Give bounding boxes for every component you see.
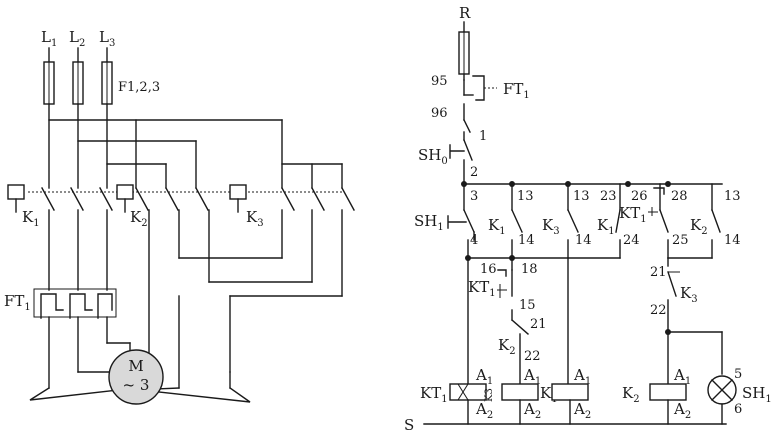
motor-symbol: [108, 349, 164, 405]
node-3: 3: [470, 189, 478, 204]
a1-k2: A1: [673, 366, 691, 387]
kt1-timed-symbol: [653, 187, 665, 195]
k3-hold-label: K3: [542, 216, 560, 237]
fuse-block: [43, 47, 113, 105]
sh1-contact: [463, 209, 475, 233]
sh0-label: SH0: [418, 146, 448, 167]
a1-k3: A1: [573, 366, 591, 387]
phase-l3-label: L3: [99, 28, 115, 49]
k3-interlock-small: K3: [484, 388, 495, 402]
a1-k1: A1: [523, 366, 541, 387]
node-18: 18: [521, 262, 538, 277]
node-14c: 14: [724, 233, 741, 248]
sh0-actuator: [449, 144, 465, 159]
a2-kt1: A2: [475, 400, 493, 421]
k3-actuator: [229, 184, 247, 200]
kt1-branch-label: KT1: [468, 278, 496, 299]
k1-actuator: [7, 184, 25, 200]
term-95: 95: [431, 74, 448, 89]
k3-interlock-label: K3: [680, 284, 698, 305]
node-21a: 21: [530, 317, 547, 332]
node-28: 28: [671, 189, 688, 204]
k1-label: K1: [22, 208, 40, 229]
k3-coil: [551, 383, 589, 401]
a2-k3: A2: [573, 400, 591, 421]
node-25: 25: [672, 233, 689, 248]
k2-coil-label: K2: [622, 384, 640, 405]
node-13a: 13: [517, 189, 534, 204]
k3-label: K3: [246, 208, 264, 229]
ft1-aux-label: FT1: [503, 80, 530, 101]
a2-k1: A2: [523, 400, 541, 421]
k3-hold-contact: [567, 209, 579, 233]
k1-aux-contact: [615, 209, 621, 233]
k2-label: K2: [130, 208, 148, 229]
node-13c: 13: [724, 189, 741, 204]
lamp-label: SH1: [742, 384, 772, 405]
node-13b: 13: [573, 189, 590, 204]
node-2: 2: [470, 165, 478, 180]
a2-k2: A2: [673, 400, 691, 421]
node-24: 24: [623, 233, 640, 248]
control-circuit: R 95 96 FT1 1 SH0 2 3 13 13 23 26: [404, 4, 772, 433]
node-15: 15: [519, 298, 536, 313]
k1-main-contacts: [41, 187, 113, 211]
k1-hold-contact: [511, 209, 523, 233]
k1-hold-label: K1: [488, 216, 506, 237]
k1-coil: [501, 383, 539, 401]
k2-hold-label: K2: [690, 216, 708, 237]
a1-kt1: A1: [475, 366, 493, 387]
node-1: 1: [479, 129, 487, 144]
sh0-contact: [463, 139, 473, 161]
term-96: 96: [431, 106, 448, 121]
k2-interlock-label: K2: [498, 336, 516, 357]
k2-hold-contact: [711, 209, 721, 233]
ft1-label: FT1: [4, 292, 31, 313]
kt1-timed-contact: [659, 209, 669, 233]
power-circuit: L1 L2 L3 F1,2,3: [4, 28, 355, 405]
node-22b: 22: [650, 303, 667, 318]
k1-aux-label: K1: [597, 216, 615, 237]
node-26: 26: [631, 189, 648, 204]
supply-r-label: R: [459, 4, 471, 22]
node-6: 6: [734, 402, 742, 417]
phase-l2-label: L2: [69, 28, 85, 49]
sh1-label: SH1: [414, 212, 444, 233]
kt1-coil: [449, 383, 487, 401]
node-16: 16: [480, 262, 497, 277]
kt1-delay-symbol: [497, 269, 507, 277]
k2-interlock-contact: [511, 319, 529, 335]
motor-label-phase: ~ 3: [123, 376, 150, 394]
phase-l1-label: L1: [41, 28, 57, 49]
node-14b: 14: [575, 233, 592, 248]
node-21b: 21: [650, 265, 667, 280]
k2-main-contacts: [135, 187, 209, 211]
kt1-timed-label: KT1: [619, 204, 647, 225]
node-22a: 22: [524, 349, 541, 364]
ft1-aux-contact: [472, 75, 485, 101]
node-5: 5: [734, 367, 742, 382]
node-23: 23: [600, 189, 617, 204]
k2-coil: [649, 383, 687, 401]
kt1-coil-label: KT1: [420, 384, 448, 405]
overload-relay: [33, 288, 117, 319]
k3-main-contacts: [281, 187, 355, 211]
supply-s-label: S: [404, 416, 414, 433]
motor-label-m: M: [128, 357, 143, 375]
fuse-label: F1,2,3: [118, 80, 160, 95]
k3-interlock-contact: [667, 271, 677, 297]
node-14a: 14: [518, 233, 535, 248]
k2-actuator: [116, 184, 134, 200]
